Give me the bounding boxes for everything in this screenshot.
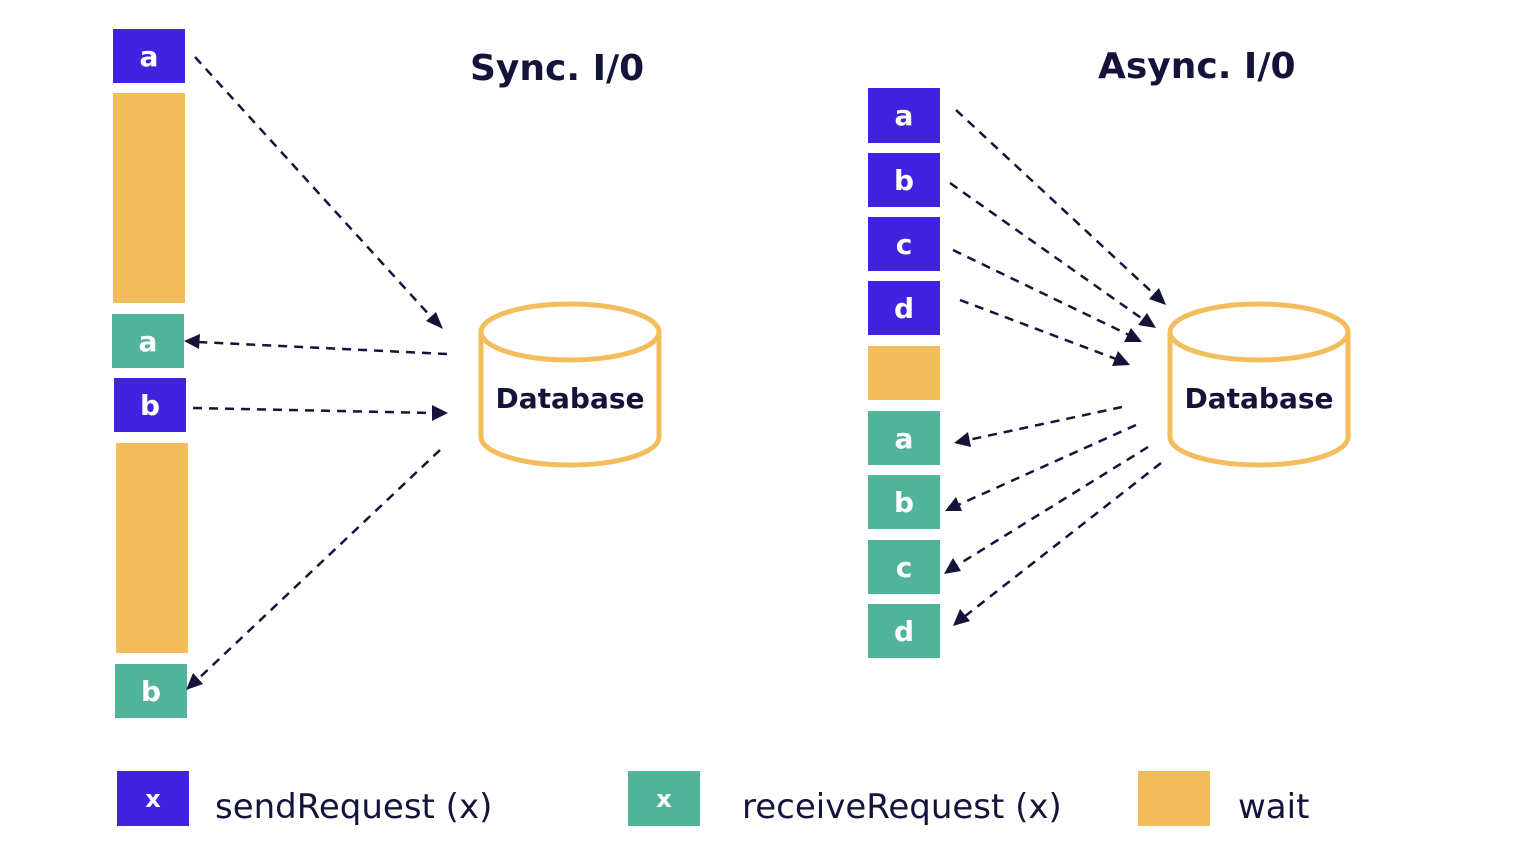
async-arrow-receive-a: [967, 405, 1123, 442]
async-wait-block: [868, 346, 940, 400]
async-arrowhead-receive-c: [944, 558, 961, 574]
sync-wait-block-2: [116, 443, 188, 653]
sync-arrow-send-a: [194, 56, 434, 320]
sync-title: Sync. I/0: [470, 48, 645, 89]
async-title: Async. I/0: [1098, 46, 1296, 87]
sync-arrowhead-receive-b: [186, 673, 203, 690]
sync-wait-block-1: [113, 93, 185, 303]
async-send-block-c: c: [868, 217, 940, 271]
async-arrowhead-receive-d: [953, 609, 970, 626]
legend-receive-swatch: x: [628, 771, 700, 826]
async-arrowhead-send-b: [1138, 313, 1156, 328]
legend-wait-swatch: [1138, 771, 1210, 826]
async-arrow-send-a: [955, 109, 1156, 296]
async-arrowhead-send-a: [1149, 288, 1166, 305]
sync-database-label: Database: [495, 382, 645, 415]
async-send-block-b: b: [868, 153, 940, 207]
sync-arrowhead-receive-a: [184, 334, 200, 349]
async-receive-block-b: b: [868, 475, 940, 529]
sync-arrow-send-b: [192, 406, 435, 415]
sync-arrowhead-send-a: [426, 312, 443, 329]
async-send-block-d: d: [868, 281, 940, 335]
async-database-icon: [1167, 301, 1351, 468]
sync-arrow-receive-a: [197, 340, 448, 356]
async-arrow-send-c: [952, 248, 1130, 337]
sync-receive-block-b: b: [115, 664, 187, 718]
async-arrowhead-send-d: [1112, 351, 1130, 366]
async-arrowhead-send-c: [1124, 328, 1142, 342]
legend-receive-label: receiveRequest (x): [742, 787, 1062, 827]
async-arrow-receive-b: [957, 423, 1137, 507]
async-database-label: Database: [1184, 382, 1334, 415]
async-arrow-send-d: [959, 298, 1117, 361]
sync-arrow-receive-b: [196, 449, 441, 681]
legend-send-swatch: x: [117, 771, 189, 826]
async-arrowhead-receive-b: [945, 497, 962, 511]
legend-send-label: sendRequest (x): [215, 787, 493, 827]
async-receive-block-d: d: [868, 604, 940, 658]
legend-wait-label: wait: [1238, 787, 1310, 827]
async-send-block-a: a: [868, 88, 940, 143]
sync-database-icon: [478, 301, 662, 468]
async-arrowhead-receive-a: [954, 432, 971, 447]
async-receive-block-c: c: [868, 540, 940, 594]
async-arrow-receive-d: [963, 462, 1162, 618]
sync-send-block-a: a: [113, 29, 185, 83]
sync-send-block-b: b: [114, 378, 186, 432]
sync-arrowhead-send-b: [432, 405, 448, 421]
async-arrow-send-b: [949, 181, 1145, 322]
async-arrow-receive-c: [955, 445, 1149, 568]
sync-receive-block-a: a: [112, 314, 184, 368]
async-receive-block-a: a: [868, 411, 940, 465]
